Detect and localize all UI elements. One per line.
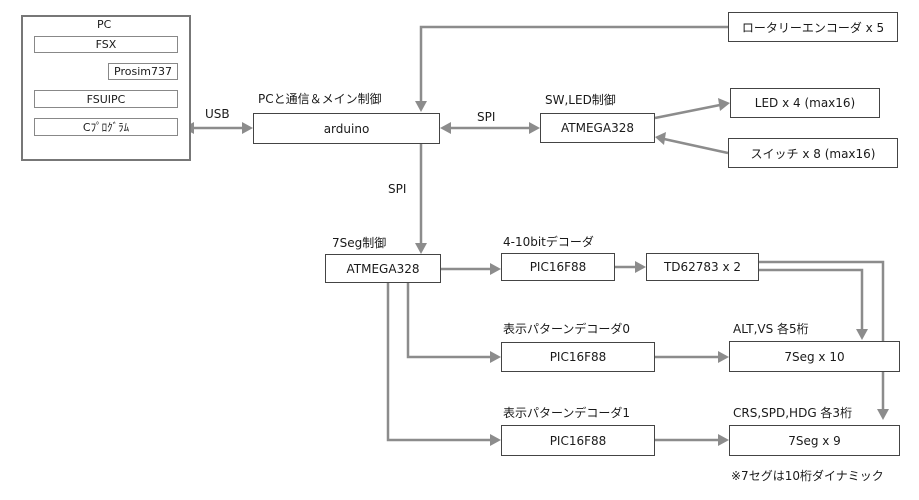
spi-h-label: SPI [477,110,496,124]
td-seg9-wire [759,260,885,411]
led-wire [654,103,721,120]
usb-arrow-right [242,122,253,134]
rotary-wire [419,25,728,103]
spi-v-arrow [415,243,427,254]
seg10-box: 7Seg x 10 [729,341,900,372]
seg9-box: 7Seg x 9 [729,425,900,456]
seg10-arrow [718,351,729,363]
led-arrow [718,98,730,111]
spi-h-arrow-left [440,122,451,134]
td-seg10-arrow [856,329,868,340]
pc-title: PC [97,18,112,31]
spi-v-label: SPI [388,182,407,196]
led-box: LED x 4 (max16) [730,88,880,118]
rotary-encoder-box: ロータリーエンコーダ x 5 [728,12,898,42]
sw-led-atmega-box: ATMEGA328 [540,113,655,143]
pattern1-arrow [490,434,501,446]
prosim-box: Prosim737 [108,63,178,80]
seg-ctrl-title: 7Seg制御 [332,236,387,250]
td-arrow [635,261,646,273]
arduino-title: PCと通信＆メイン制御 [258,92,382,106]
cprogram-box: Cﾌﾟﾛｸﾞﾗﾑ [34,118,178,136]
pattern0-arrow [490,351,501,363]
pattern0-pic-box: PIC16F88 [501,342,655,372]
switch-arrow [655,132,666,145]
rotary-arrow [415,101,427,112]
pattern0-wire [406,283,492,359]
decoder-arrow [490,263,501,275]
td-seg10-wire [759,268,864,331]
pattern1-pic-box: PIC16F88 [501,425,655,456]
fsuipc-box: FSUIPC [34,90,178,108]
td-seg9-arrow [877,409,889,420]
seg9-arrow [718,434,729,446]
usb-label: USB [205,107,230,121]
seg-ctrl-atmega-box: ATMEGA328 [325,254,441,283]
pattern1-wire [386,283,492,442]
decoder-title: 4-10bitデコーダ [503,235,594,249]
switch-wire [663,137,729,155]
dynamic-note: ※7セグは10桁ダイナミック [731,469,884,483]
spi-h-arrow-right [529,122,540,134]
fsx-box: FSX [34,36,178,53]
td62783-box: TD62783 x 2 [646,253,759,281]
seg10-title: ALT,VS 各5桁 [733,322,809,336]
pattern1-title: 表示パターンデコーダ1 [503,406,631,420]
switch-box: スイッチ x 8 (max16) [728,138,898,168]
sw-led-title: SW,LED制御 [545,93,616,107]
decoder-pic-box: PIC16F88 [501,253,615,281]
arduino-box: arduino [253,113,440,144]
pattern0-title: 表示パターンデコーダ0 [503,322,631,336]
seg9-title: CRS,SPD,HDG 各3桁 [733,406,853,420]
